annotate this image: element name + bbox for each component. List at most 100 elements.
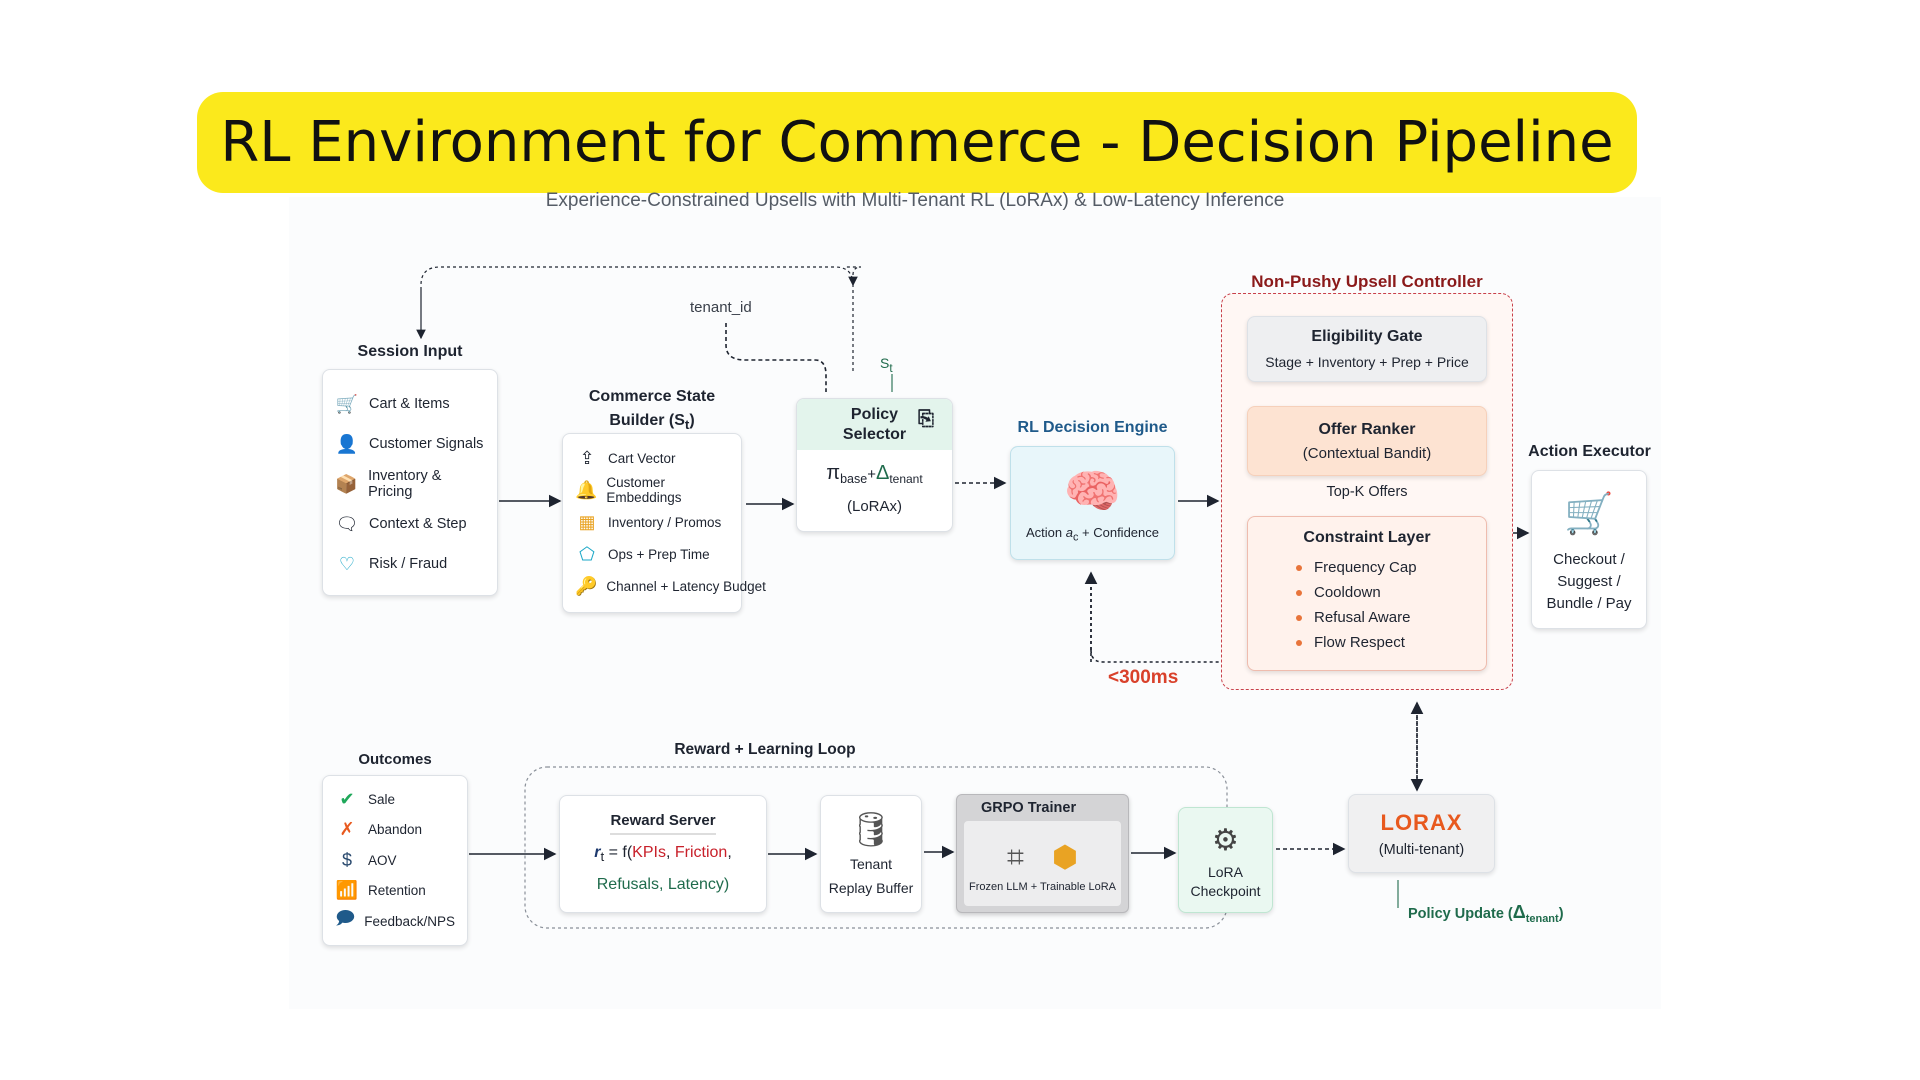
grpo-inner: ⌗⬢ Frozen LLM + Trainable LoRA <box>964 821 1121 906</box>
constraint-list: Frequency Cap Cooldown Refusal Aware Flo… <box>1248 555 1486 655</box>
checkout-window-icon: 🛒 <box>1564 491 1614 536</box>
grid-icon: ▦ <box>578 511 596 532</box>
bullet-icon <box>1296 589 1302 596</box>
arrow-tenant-id <box>725 323 827 392</box>
grpo-title: GRPO Trainer <box>981 800 1077 816</box>
list-item: Refusal Aware <box>1296 605 1486 630</box>
bell-icon: 🔔 <box>575 479 598 500</box>
robot-arm-icon: ⚙ <box>1212 824 1239 857</box>
frozen-llm-chip-icon: ⌗ <box>1006 840 1024 874</box>
line: LoRA <box>1207 864 1244 880</box>
list-item: ⇪ Cart Vector <box>575 442 729 474</box>
list-item: 📦Inventory & Pricing <box>335 464 485 504</box>
t4: + Confidence <box>1078 524 1159 540</box>
line: Replay Buffer <box>828 880 914 896</box>
pi: π <box>826 462 841 484</box>
policy-update-label: Policy Update (Δtenant) <box>1408 902 1564 925</box>
item-label: Customer Signals <box>369 436 484 452</box>
state-label: St <box>880 355 893 375</box>
reward-server-title: Reward Server <box>610 809 716 835</box>
dollar-icon: $ <box>341 849 352 870</box>
session-input-box: 🛒 Cart & Items 👤 Customer Signals 📦Invento… <box>322 369 498 596</box>
eligibility-gate: Eligibility Gate Stage + Inventory + Pre… <box>1247 316 1487 382</box>
delta: Δ <box>1512 902 1526 922</box>
item-label: Frequency Cap <box>1314 559 1417 576</box>
tenant: tenant <box>889 472 923 486</box>
label-text: Builder (S <box>609 412 685 429</box>
r: r <box>594 843 601 861</box>
item-label: Inventory / Promos <box>608 514 722 530</box>
list-item: ▦ Inventory / Promos <box>575 506 729 538</box>
tenant-id-label: tenant_id <box>690 299 752 316</box>
chart-icon: 📶 <box>335 880 359 901</box>
list-item: ✔ Sale <box>335 784 455 815</box>
item-label: AOV <box>368 852 397 868</box>
list-item: 🗩Feedback/NPS <box>335 906 455 937</box>
title-line: Policy <box>850 405 899 423</box>
policy-switch-icon: ⎘ <box>918 408 934 430</box>
user-icon: 👤 <box>335 433 359 454</box>
label-line: Builder (St) <box>562 409 742 437</box>
upload-icon: ⇪ <box>579 447 595 468</box>
item-label: Channel + Latency Budget <box>606 578 766 594</box>
rl-engine-text: Action ac + Confidence <box>1026 525 1159 544</box>
item-label: Abandon <box>368 822 423 838</box>
constraint-title: Constraint Layer <box>1303 529 1431 546</box>
item-label: Inventory & Pricing <box>368 468 442 500</box>
t2: a <box>1065 524 1073 540</box>
item-label: Risk / Fraud <box>369 556 448 572</box>
check-icon: ✔ <box>339 788 355 809</box>
label-line: Commerce State <box>588 388 716 405</box>
gem-icon: ⬠ <box>579 543 595 564</box>
kpi: KPIs <box>632 843 666 861</box>
line: Checkout / <box>1553 550 1625 568</box>
state-builder-label: Commerce State Builder (St) <box>562 385 742 437</box>
list-item: 👤 Customer Signals <box>335 424 485 464</box>
session-input-label: Session Input <box>357 343 463 360</box>
item-label: Customer Embeddings <box>606 475 682 505</box>
database-icon: 🛢 <box>849 811 893 849</box>
eligibility-desc: Stage + Inventory + Prep + Price <box>1265 354 1469 370</box>
line: Tenant <box>849 856 893 872</box>
end: ) <box>1558 906 1564 922</box>
item-label: Flow Respect <box>1314 634 1405 651</box>
list-item: Cooldown <box>1296 580 1486 605</box>
action-executor-box: 🛒 Checkout / Suggest / Bundle / Pay <box>1531 470 1647 629</box>
st-sub: t <box>889 361 893 375</box>
rl-engine-label: RL Decision Engine <box>1017 419 1168 436</box>
st-text: S <box>880 355 890 371</box>
latency-label: <300ms <box>1108 667 1179 688</box>
label-end: ) <box>689 412 695 429</box>
cart-icon: 🛒 <box>335 393 359 414</box>
formula-line2: (LoRAx) <box>846 498 902 515</box>
item-label: Sale <box>368 791 396 807</box>
sub: tenant <box>1525 912 1559 925</box>
topk-label: Top-K Offers <box>1326 484 1408 500</box>
lorax-box: LORAX (Multi-tenant) <box>1348 794 1495 873</box>
lorax-sub: (Multi-tenant) <box>1378 841 1465 858</box>
outcomes-box: ✔Sale ✗Abandon $AOV 📶Retention 🗩Feedback… <box>322 775 468 946</box>
state-builder-box: ⇪ Cart Vector 🔔 Customer Embeddings ▦ Inven… <box>562 433 766 613</box>
policy-selector-box: Policy Selector ⎘ πbase+Δtenant (LoRAx) <box>796 398 953 532</box>
bullet-icon <box>1296 614 1302 621</box>
c2: , <box>727 843 732 861</box>
page-title: RL Environment for Commerce - Decision P… <box>197 92 1637 193</box>
bullet-icon <box>1296 564 1302 571</box>
item-label: Ops + Prep Time <box>608 546 710 562</box>
item-label: Cart Vector <box>608 450 676 466</box>
outcomes-label: Outcomes <box>358 751 432 768</box>
list-item: 🛒 Cart & Items <box>335 384 485 424</box>
trainable-lora-avatar-icon: ⬢ <box>1051 840 1079 874</box>
item-label: Cooldown <box>1314 584 1381 601</box>
arrow-loop-top <box>420 266 861 371</box>
feedback-icon: 🗩 <box>335 908 356 929</box>
lora-checkpoint: ⚙ LoRA Checkpoint <box>1178 807 1273 913</box>
list-item: ⬠ Ops + Prep Time <box>575 538 729 570</box>
subtitle: Experience-Constrained Upsells with Mult… <box>545 190 1285 211</box>
list-item: Flow Respect <box>1296 630 1486 655</box>
bullet-icon <box>1296 639 1302 646</box>
item-label: Cart & Items <box>369 396 450 412</box>
item-label: Refusal Aware <box>1314 609 1411 626</box>
list-item: Frequency Cap <box>1296 555 1486 580</box>
list-item: ✗Abandon <box>335 815 455 846</box>
